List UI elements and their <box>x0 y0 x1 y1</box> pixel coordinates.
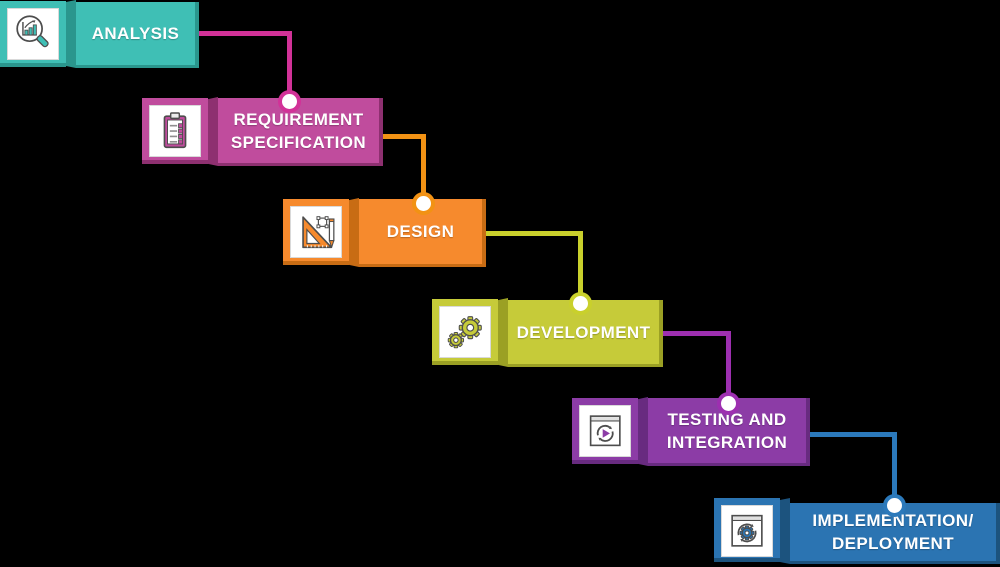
step-label-bar: TESTING AND INTEGRATION <box>648 398 810 466</box>
connector-node-dot <box>412 192 435 215</box>
icon-tile <box>142 98 208 164</box>
test-run-window-icon <box>589 415 621 447</box>
connector-node-dot <box>717 392 740 415</box>
icon-tile <box>283 199 349 265</box>
icon-box <box>439 306 491 358</box>
icon-box <box>579 405 631 457</box>
magnifier-chart-icon <box>16 15 49 48</box>
step-label: TESTING AND INTEGRATION <box>666 409 788 452</box>
step-label: REQUIREMENT SPECIFICATION <box>230 109 367 152</box>
step-label: ANALYSIS <box>91 24 180 43</box>
fold-flap <box>349 198 359 267</box>
fold-flap <box>498 298 508 367</box>
connector-node-dot <box>883 494 906 517</box>
step-label: DEVELOPMENT <box>516 322 651 342</box>
icon-box <box>290 206 342 258</box>
fold-flap <box>208 97 218 166</box>
clipboard-checklist-icon <box>163 112 187 149</box>
connector-horizontal-line <box>199 31 292 36</box>
set-square-pencil-icon <box>302 216 335 249</box>
connector-node-dot <box>569 292 592 315</box>
connector-node-dot <box>278 90 301 113</box>
icon-box <box>7 8 59 60</box>
icon-tile <box>0 1 66 67</box>
connector-horizontal-line <box>663 331 731 336</box>
step-label-bar: IMPLEMENTATION/ DEPLOYMENT <box>790 503 1000 564</box>
connector-horizontal-line <box>486 231 583 236</box>
icon-box <box>721 505 773 557</box>
deploy-gear-window-icon <box>731 514 763 547</box>
icon-tile <box>432 299 498 365</box>
connector-vertical-line <box>726 331 731 403</box>
connector-horizontal-line <box>810 432 897 437</box>
gears-icon <box>447 316 482 349</box>
icon-tile <box>572 398 638 464</box>
connector-vertical-line <box>578 231 583 303</box>
step-label-bar: REQUIREMENT SPECIFICATION <box>218 98 383 166</box>
icon-box <box>149 105 201 157</box>
icon-tile <box>714 498 780 562</box>
step-label: DESIGN <box>386 222 455 241</box>
fold-flap <box>66 0 76 68</box>
connector-vertical-line <box>287 31 292 101</box>
connector-horizontal-line <box>383 134 426 139</box>
fold-flap <box>638 397 648 466</box>
fold-flap <box>780 498 790 564</box>
step-label-bar: ANALYSIS <box>76 2 199 68</box>
step-label: IMPLEMENTATION/ DEPLOYMENT <box>812 511 974 553</box>
connector-vertical-line <box>421 134 426 203</box>
connector-vertical-line <box>892 432 897 505</box>
